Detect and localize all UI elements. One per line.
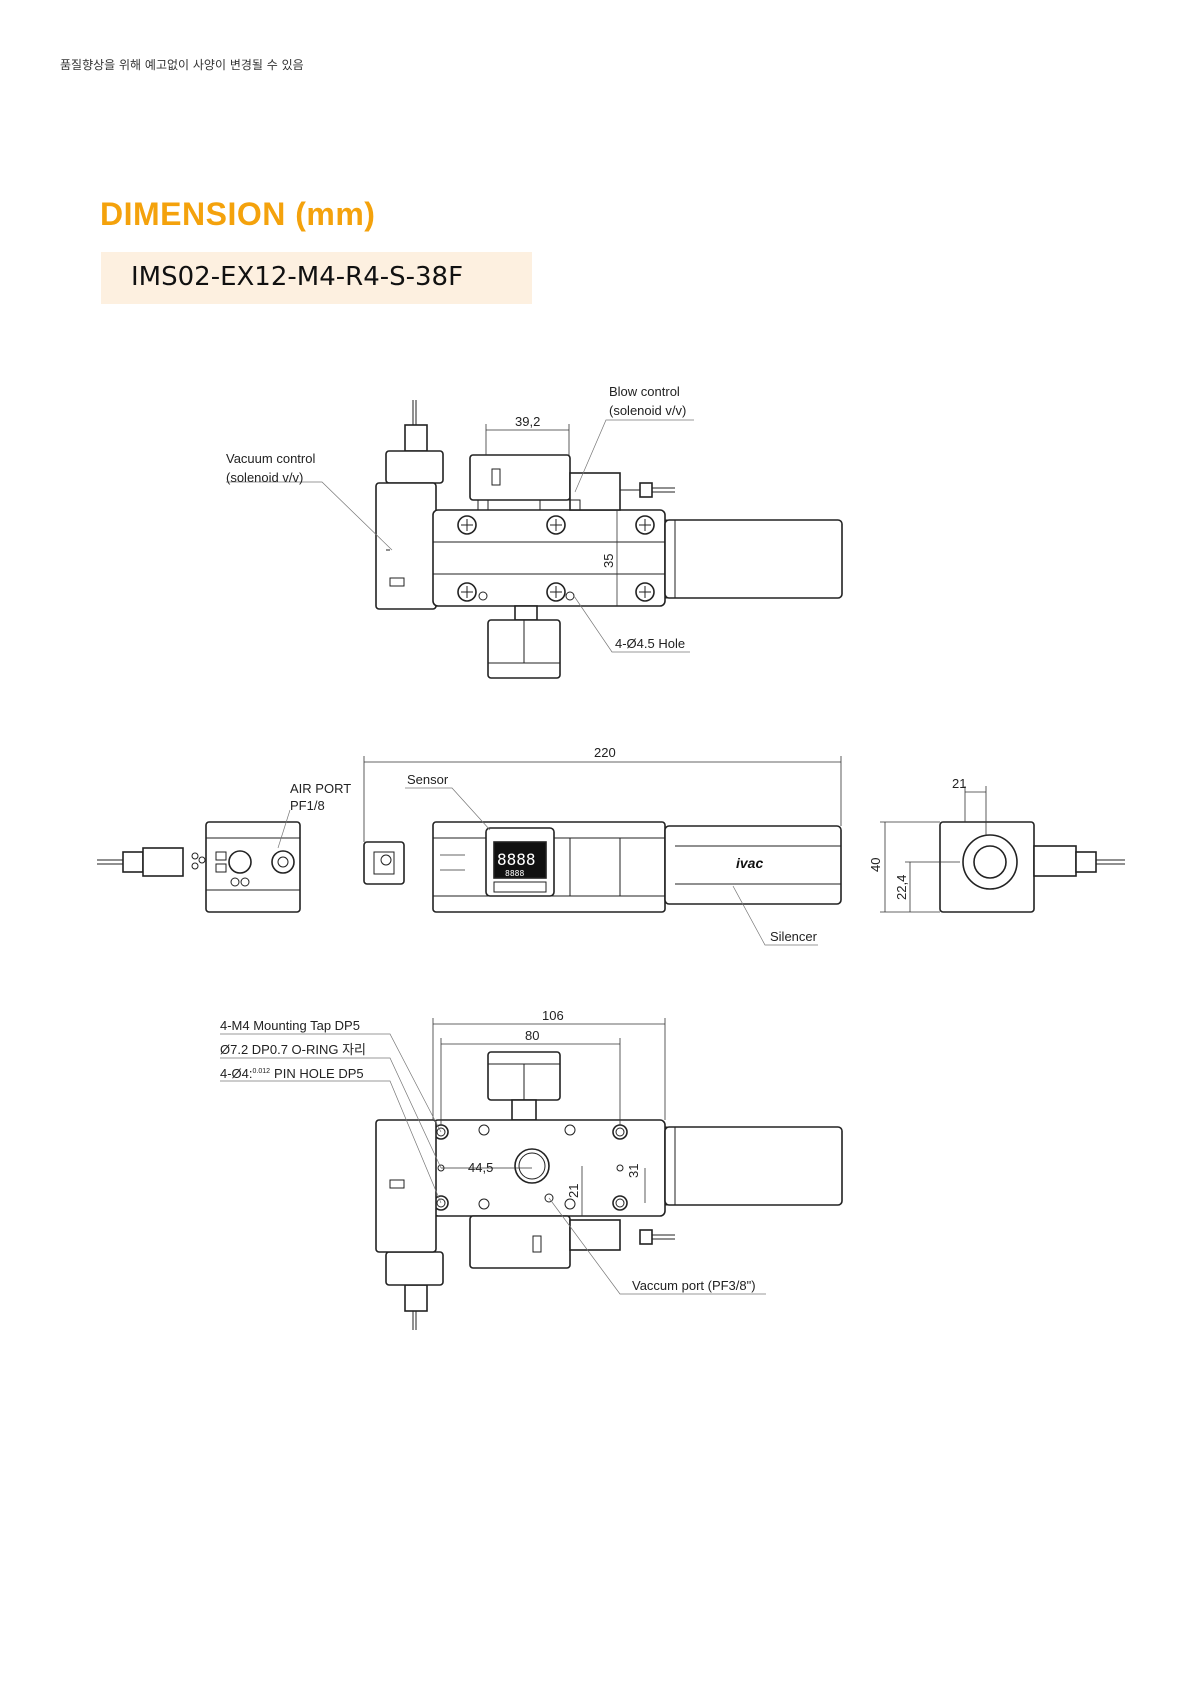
label-blow-control-2: (solenoid v/v) [609,403,686,418]
sensor-display-sub: 8888 [505,869,524,878]
side-assembly: 8888 8888 ivac [363,821,842,913]
brand-logo: ivac [736,855,763,871]
dim-body-height: 35 [601,554,616,568]
label-vacuum-control-2: (solenoid v/v) [226,470,303,485]
model-number: IMS02-EX12-M4-R4-S-38F [131,262,464,292]
pressure-sensor [487,605,561,679]
change-notice: 품질향상을 위해 예고없이 사양이 변경될 수 있음 [60,58,304,72]
label-vacuum-control-1: Vacuum control [226,451,315,466]
dim-port-x: 44,5 [468,1160,493,1175]
side-view: 8888 8888 ivac 220 [97,745,1125,946]
sensor-display-digits: 8888 [497,850,536,869]
end-view-left [97,821,301,913]
label-hole: 4-Ø4.5 Hole [615,636,685,651]
pin-hole-prefix: 4-Ø4: [220,1066,253,1081]
mounting-screw-icons [457,515,655,602]
label-oring: Ø7.2 DP0.7 O-RING 자리 [220,1042,366,1057]
end-view-right [939,821,1125,913]
dim-end-width: 21 [952,776,966,791]
label-blow-control-1: Blow control [609,384,680,399]
label-sensor: Sensor [407,772,449,787]
dim-inner: 80 [525,1028,539,1043]
dim-outer: 106 [542,1008,564,1023]
dim-port-y: 21 [566,1184,581,1198]
bottom-silencer [664,1126,843,1206]
label-air-port-1: AIR PORT [290,781,351,796]
top-view: 39,2 35 Vacuum control (solenoid v/v) Bl… [226,384,843,679]
bottom-solenoids [375,1119,675,1330]
vacuum-solenoid [375,400,444,610]
label-vacuum-port: Vaccum port (PF3/8") [632,1278,756,1293]
dim-overall-length: 220 [594,745,616,760]
dim-end-height: 40 [868,858,883,872]
bottom-view: 106 80 44,5 21 31 4-M4 Mounting Tap DP5 … [220,1008,843,1330]
silencer-body [664,519,843,599]
label-air-port-2: PF1/8 [290,798,325,813]
label-silencer: Silencer [770,929,818,944]
dim-height: 31 [626,1164,641,1178]
pin-hole-suffix: PIN HOLE DP5 [274,1066,364,1081]
dim-valve-width: 39,2 [515,414,540,429]
bottom-sensor [487,1051,561,1121]
model-banner: IMS02-EX12-M4-R4-S-38F [101,252,532,304]
blow-solenoid [469,454,675,511]
dim-end-center: 22,4 [894,875,909,900]
section-heading: DIMENSION (mm) [100,196,376,232]
label-mount-tap: 4-M4 Mounting Tap DP5 [220,1018,360,1033]
pin-hole-tolerance: 0.012 [253,1068,271,1075]
